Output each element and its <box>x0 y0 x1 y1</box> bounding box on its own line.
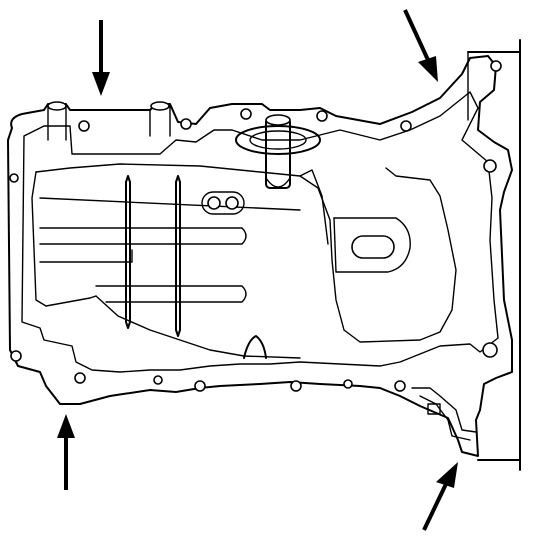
bolt-hole <box>78 120 90 132</box>
oil-pan-outline <box>7 55 513 457</box>
bolt-hole <box>180 118 192 130</box>
arrow-bottom-right <box>422 462 458 531</box>
bolt-hole <box>290 380 302 392</box>
stiffening-rib-left <box>125 175 131 329</box>
arrow-top-left <box>92 20 110 96</box>
sump-ribs <box>39 175 301 337</box>
baffle-tab <box>243 335 267 359</box>
drain-plug-oval <box>351 235 395 259</box>
arrow-top-right <box>403 9 438 82</box>
bolt-hole <box>483 159 497 173</box>
bolt-hole <box>10 350 22 362</box>
bolt-hole <box>316 110 328 122</box>
drain-boss <box>333 217 411 273</box>
twin-breather-holes <box>201 191 245 215</box>
upper-left-boss <box>47 101 171 141</box>
sump-contour <box>35 163 457 343</box>
bolt-hole <box>400 120 412 132</box>
bolt-hole <box>9 173 19 183</box>
bolt-hole <box>490 60 502 72</box>
oil-level-sensor-port <box>235 114 321 189</box>
arrow-bottom-left <box>57 414 75 490</box>
bolt-hole <box>394 380 406 392</box>
bolt-hole <box>153 375 163 385</box>
bolt-hole <box>482 342 498 358</box>
lower-right-bracket <box>411 387 477 441</box>
bolt-hole <box>240 108 252 120</box>
flange-inner-rim <box>21 91 499 373</box>
bolt-holes <box>9 60 502 392</box>
bolt-hole <box>194 380 206 392</box>
stiffening-rib-right <box>175 175 181 337</box>
bolt-hole <box>343 379 353 389</box>
bolt-hole <box>74 372 86 384</box>
